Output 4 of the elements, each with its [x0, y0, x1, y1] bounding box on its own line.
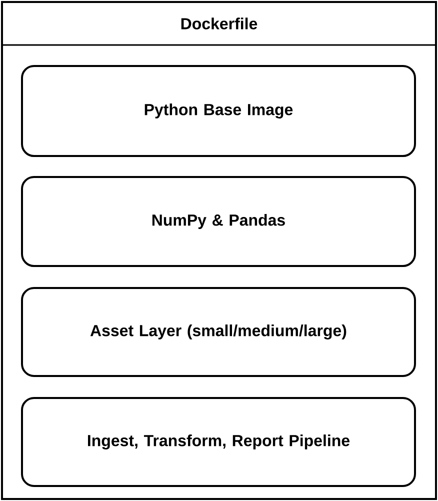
- layer-box: Python Base Image: [21, 65, 416, 157]
- layer-box: NumPy & Pandas: [21, 176, 416, 267]
- layer-box: Asset Layer (small/medium/large): [21, 287, 416, 377]
- layer-box: Ingest, Transform, Report Pipeline: [21, 397, 416, 487]
